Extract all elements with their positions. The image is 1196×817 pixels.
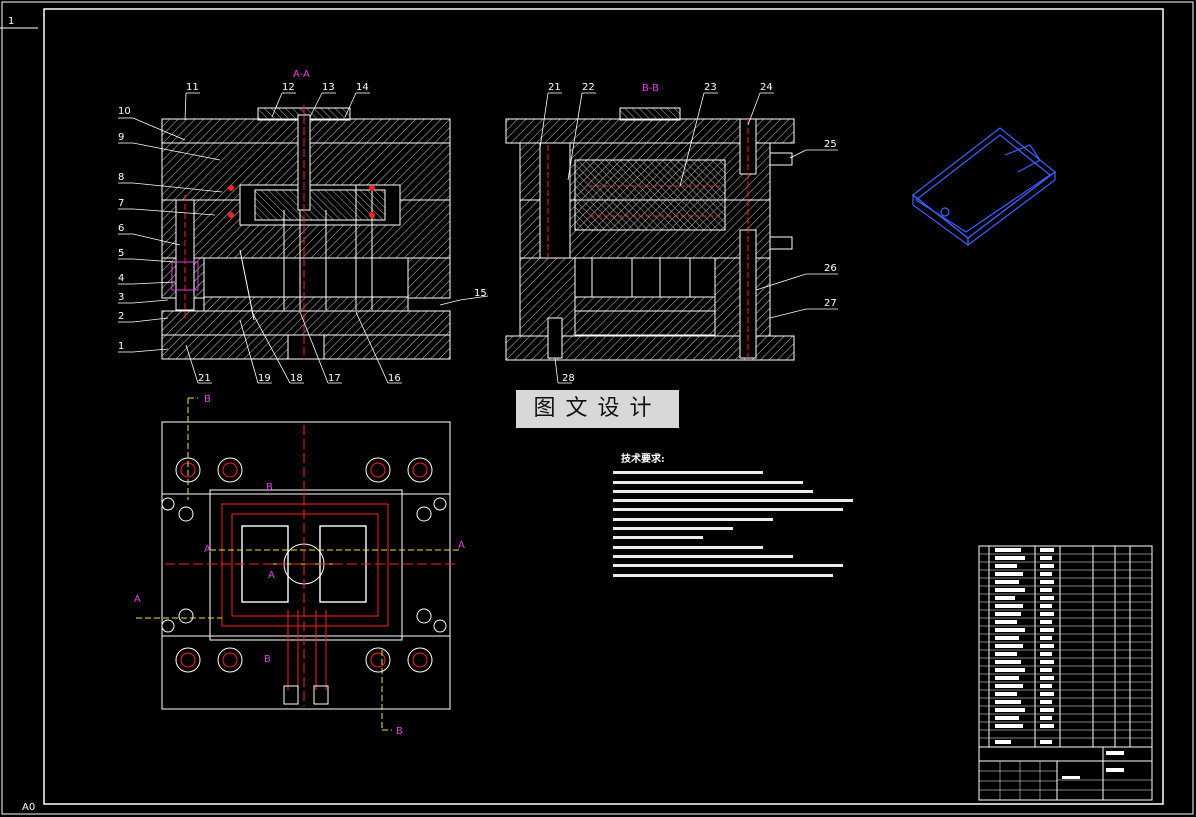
section-aa-view: A-A [161, 69, 451, 360]
notes-lines [613, 471, 873, 577]
part-label: 6 [118, 223, 124, 234]
part-label: 21 [198, 373, 211, 384]
note-line [613, 573, 833, 577]
part-label: 10 [118, 106, 131, 117]
note-line [613, 564, 843, 568]
plan-view-markers: B B A A B B A A [134, 394, 465, 737]
cut-marker-b: B [266, 482, 273, 493]
part-label: 4 [118, 273, 124, 284]
inner-frame [43, 8, 1164, 805]
note-line [613, 508, 843, 512]
section-bb-view: B-B [505, 83, 795, 361]
cut-marker-b: B [396, 726, 403, 737]
part-label: 28 [562, 373, 575, 384]
corner-label: 1 [8, 16, 14, 27]
note-line [613, 517, 773, 521]
part-label: 3 [118, 292, 124, 303]
watermark-banner: 图文设计 [516, 390, 679, 428]
part-label: 14 [356, 82, 369, 93]
note-line [613, 471, 763, 475]
part-label: 23 [704, 82, 717, 93]
note-line [613, 554, 793, 558]
part-label: 2 [118, 311, 124, 322]
note-line [613, 499, 853, 503]
part-label: 19 [258, 373, 271, 384]
title-block [978, 545, 1153, 801]
section-aa-labels: 11 10 9 8 7 6 5 4 3 2 1 12 13 14 15 21 1… [118, 82, 487, 384]
part-label: 18 [290, 373, 303, 384]
part-label: 17 [328, 373, 341, 384]
cut-marker-a: A [268, 570, 275, 581]
part-label: 15 [474, 288, 487, 299]
part-label: 12 [282, 82, 295, 93]
part-label: 13 [322, 82, 335, 93]
part-label: 1 [118, 341, 124, 352]
part-label: 24 [760, 82, 773, 93]
section-aa-leaders [118, 92, 489, 384]
note-line [613, 527, 733, 531]
note-line [613, 480, 803, 484]
part-label: 27 [824, 298, 837, 309]
isometric-part-model [912, 127, 1056, 247]
section-bb-label: B-B [642, 83, 659, 94]
part-label: 26 [824, 263, 837, 274]
part-label: 11 [186, 82, 199, 93]
part-label: 5 [118, 248, 124, 259]
section-bb-leaders [539, 92, 838, 384]
part-label: 8 [118, 172, 124, 183]
cut-marker-a: A [458, 540, 465, 551]
cut-marker-b: B [204, 394, 211, 405]
note-line [613, 545, 763, 549]
technical-requirements: 技术要求: [613, 450, 873, 583]
note-line [613, 489, 813, 493]
part-label: 22 [582, 82, 595, 93]
note-line [613, 536, 703, 540]
parts-list-rows [979, 553, 1152, 739]
part-label: 9 [118, 132, 124, 143]
notes-title: 技术要求: [621, 454, 665, 465]
part-label: 16 [388, 373, 401, 384]
cut-marker-a: A [204, 544, 211, 555]
section-bb-labels: 21 22 23 24 25 26 27 28 [548, 82, 837, 384]
plan-view [136, 397, 460, 731]
part-label: 25 [824, 139, 837, 150]
cut-marker-b: B [264, 654, 271, 665]
section-aa-label: A-A [293, 69, 310, 80]
part-label: 21 [548, 82, 561, 93]
part-label: 7 [118, 198, 124, 209]
title-block-grid [979, 761, 1152, 800]
sheet-size-label: A0 [22, 802, 35, 813]
cut-marker-a: A [134, 594, 141, 605]
parts-list-text-blocks [995, 548, 1124, 779]
